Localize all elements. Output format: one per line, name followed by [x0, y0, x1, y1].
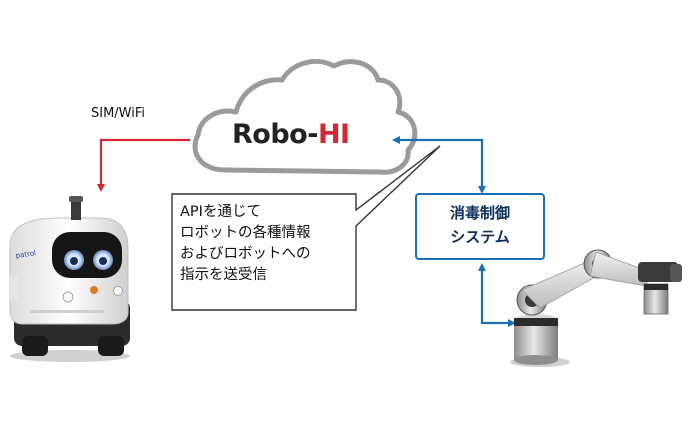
logo-text-main: Robo- [232, 119, 318, 150]
simwifi-link-arrow [97, 138, 190, 192]
robot-arm-icon [510, 249, 682, 367]
callout-line: およびロボットへの [180, 246, 311, 262]
callout-line: ロボットの各種情報 [180, 225, 311, 241]
api-callout-box [171, 145, 441, 311]
cloud-icon [192, 58, 418, 175]
robot-badge-text: patrol [15, 249, 36, 260]
callout-line: APIを通じて [180, 204, 261, 220]
control-system-label: 消毒制御 システム [419, 201, 541, 249]
control-system-line: 消毒制御 [449, 204, 510, 222]
logo-text-accent: HI [317, 119, 350, 150]
control-system-line: システム [450, 228, 510, 246]
delivery-robot-icon [9, 196, 130, 362]
api-callout-text: APIを通じて ロボットの各種情報 およびロボットへの 指示を送受信 [180, 202, 311, 286]
cloud-controller-arrow [392, 136, 486, 194]
controller-arm-arrow [478, 263, 516, 327]
callout-line: 指示を送受信 [180, 267, 267, 283]
robo-hi-logo: Robo-HI [232, 119, 350, 150]
simwifi-label: SIM/WiFi [91, 106, 146, 121]
control-system-box [415, 193, 545, 260]
